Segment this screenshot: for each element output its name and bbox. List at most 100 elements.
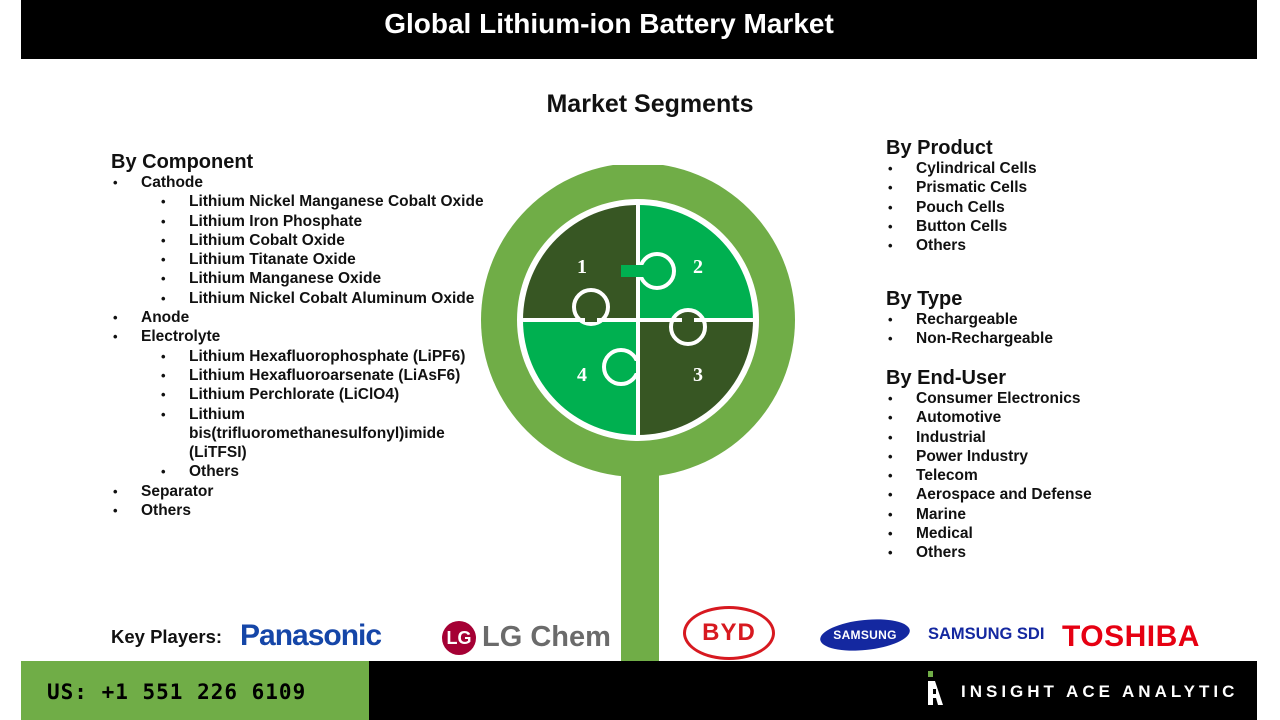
component-subitem: • Lithium Nickel Cobalt Aluminum Oxide (161, 289, 489, 308)
bullet-icon: • (888, 331, 893, 347)
bullet-icon: • (888, 238, 893, 254)
component-subitem: • Lithium Nickel Manganese Cobalt Oxide (161, 192, 489, 211)
bullet-icon: • (161, 232, 166, 248)
footer-brand: INSIGHT ACE ANALYTIC (961, 682, 1239, 701)
component-subitem-label: Others (189, 463, 239, 481)
bullet-icon: • (888, 180, 893, 196)
insightace-logo-icon (928, 671, 943, 705)
bullet-icon: • (113, 329, 118, 345)
bullet-icon: • (888, 429, 893, 445)
product-item-label: Button Cells (916, 217, 1008, 235)
component-subitem: • Lithium bis(trifluoromethanesulfonyl)im… (161, 405, 489, 463)
product-section: By Product •Cylindrical Cells•Prismatic … (886, 137, 1186, 255)
type-item: •Rechargeable (888, 310, 1186, 329)
end-user-item: • Telecom (888, 466, 1186, 485)
bullet-icon: • (888, 218, 893, 234)
byd-logo: BYD (683, 606, 775, 660)
end-user-item-label: Marine (916, 505, 966, 523)
component-subitem: •Lithium Perchlorate (LiClO4) (161, 385, 489, 404)
footer-phone-panel (21, 661, 369, 720)
end-user-item: • Marine (888, 505, 1186, 524)
end-user-heading: By End-User (886, 367, 1007, 389)
title-bar: Global Lithium-ion Battery Market (21, 0, 1257, 59)
bullet-icon: • (888, 545, 893, 561)
byd-text: BYD (702, 619, 756, 646)
bullet-icon: • (161, 367, 166, 383)
component-item-label: Separator (141, 482, 214, 500)
component-subitem-label: Lithium Hexafluorophosphate (LiPF6) (189, 347, 466, 365)
type-item: •Non-Rechargeable (888, 329, 1186, 348)
type-list: •Rechargeable•Non-Rechargeable (888, 310, 1186, 349)
bullet-icon: • (888, 506, 893, 522)
panasonic-logo: Panasonic (240, 619, 382, 652)
puzzle-piece-2: 2 (693, 256, 703, 278)
component-subitem-label: Lithium Hexafluoroarsenate (LiAsF6) (189, 366, 461, 384)
product-item: •Cylindrical Cells (888, 159, 1186, 178)
component-subitem: • Others (161, 462, 489, 481)
bullet-icon: • (888, 468, 893, 484)
bullet-icon: • (113, 175, 118, 190)
bullet-icon: • (888, 526, 893, 542)
component-subitem: •Lithium Manganese Oxide (161, 269, 489, 288)
bullet-icon: • (888, 448, 893, 464)
end-user-item: • Medical (888, 524, 1186, 543)
product-item-label: Others (916, 237, 966, 255)
component-subitem-label: Lithium Titanate Oxide (189, 251, 356, 269)
component-subitem-label: Lithium Manganese Oxide (189, 270, 382, 288)
type-section: By Type •Rechargeable•Non-Rechargeable (886, 288, 1186, 349)
end-user-item-label: Aerospace and Defense (916, 486, 1092, 504)
bullet-icon: • (113, 503, 118, 519)
bullet-icon: • (161, 290, 166, 306)
component-item-label: Electrolyte (141, 328, 221, 346)
component-item-label: Cathode (141, 174, 203, 191)
component-subitem: • Lithium Hexafluorophosphate (LiPF6) (161, 347, 489, 366)
end-user-item-label: Telecom (916, 467, 978, 485)
end-user-list: •Consumer Electronics•Automotive•Industr… (888, 389, 1186, 563)
component-subitem-label: Lithium Nickel Cobalt Aluminum Oxide (189, 289, 475, 307)
segments-title: Market Segments (546, 90, 754, 118)
footer-phone: US: +1 551 226 6109 (47, 680, 307, 704)
bullet-icon: • (161, 406, 166, 422)
product-item: •Pouch Cells (888, 198, 1186, 217)
component-subitem-label: Lithium bis(trifluoromethanesulfonyl)imi… (189, 405, 445, 462)
component-subitem-label: Lithium Iron Phosphate (189, 212, 363, 230)
component-subitem: • Lithium Cobalt Oxide (161, 231, 489, 250)
end-user-item-label: Industrial (916, 428, 986, 446)
puzzle-piece-3: 3 (693, 364, 703, 386)
component-subitem-label: Lithium Cobalt Oxide (189, 231, 345, 249)
bullet-icon: • (161, 252, 166, 268)
samsung-logo: SAMSUNG (818, 615, 912, 655)
product-item: • Button Cells (888, 217, 1186, 236)
end-user-item: • Others (888, 543, 1186, 562)
component-subitem: • Lithium Titanate Oxide (161, 250, 489, 269)
product-heading: By Product (886, 137, 993, 159)
bullet-icon: • (888, 487, 893, 503)
component-item: •Separator (113, 482, 491, 501)
component-sublist: •Lithium Nickel Manganese Cobalt Oxide•L… (161, 192, 489, 308)
bullet-icon: • (161, 194, 166, 210)
product-item-label: Cylindrical Cells (916, 160, 1037, 177)
bullet-icon: • (113, 310, 118, 326)
component-subitem-label: Lithium Nickel Manganese Cobalt Oxide (189, 193, 484, 211)
samsung-sdi-logo: SAMSUNG SDI (928, 625, 1045, 643)
component-item: •Others (113, 501, 491, 520)
component-subitem-label: Lithium Perchlorate (LiClO4) (189, 386, 400, 404)
product-list: •Cylindrical Cells•Prismatic Cells•Pouch… (888, 159, 1186, 255)
end-user-item-label: Others (916, 544, 966, 562)
type-heading: By Type (886, 288, 963, 310)
bullet-icon: • (888, 391, 893, 406)
product-item-label: Prismatic Cells (916, 179, 1028, 197)
lg-mark-icon: LG (442, 621, 476, 655)
type-item-label: Rechargeable (916, 311, 1018, 328)
bullet-icon: • (161, 464, 166, 480)
product-item-label: Pouch Cells (916, 198, 1005, 216)
puzzle-piece-4: 4 (577, 364, 587, 386)
component-subitem: •Lithium Iron Phosphate (161, 212, 489, 231)
byd-ring-icon (683, 606, 775, 660)
component-list: • Cathode • Lithium Nickel Manganese Cobalt… (113, 173, 491, 520)
bullet-icon: • (161, 348, 166, 364)
samsung-text: SAMSUNG (833, 628, 897, 642)
end-user-item-label: Automotive (916, 409, 1002, 427)
end-user-section: By End-User •Consumer Electronics•Automo… (886, 367, 1186, 563)
end-user-item-label: Medical (916, 525, 973, 543)
